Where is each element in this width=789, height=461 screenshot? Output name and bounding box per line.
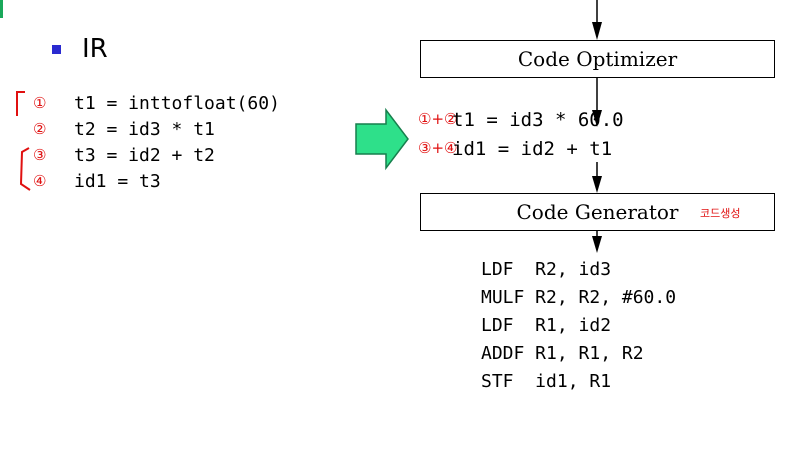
- bracket-1-2: [16, 91, 25, 116]
- ir-line-1: t1 = inttofloat(60): [74, 93, 280, 114]
- flow-arrow-top: [592, 0, 602, 40]
- flow-arrow-to-generator: [592, 162, 602, 193]
- flow-arrow-generator-out: [592, 231, 602, 253]
- ir-note-1: ①: [33, 94, 47, 112]
- code-optimizer-label: Code Optimizer: [517, 47, 678, 71]
- ir-line-3: t3 = id2 + t2: [74, 145, 215, 166]
- asm-line-2: MULF R2, R2, #60.0: [481, 287, 677, 308]
- ir-note-2: ②: [33, 120, 47, 138]
- optimizer-note-1: ①+②: [418, 110, 458, 128]
- ir-note-3: ③: [33, 146, 47, 164]
- ir-line-4: id1 = t3: [74, 171, 161, 192]
- asm-line-3: LDF R1, id2: [481, 315, 612, 336]
- flow-arrow-optimizer-out: [592, 78, 602, 127]
- asm-line-4: ADDF R1, R1, R2: [481, 343, 644, 364]
- bracket-3-4: [19, 147, 31, 191]
- ir-title: IR: [82, 34, 108, 64]
- corner-mark: [0, 0, 3, 18]
- code-optimizer-box: Code Optimizer: [420, 40, 775, 78]
- ir-line-2: t2 = id3 * t1: [74, 119, 215, 140]
- asm-line-5: STF id1, R1: [481, 371, 612, 392]
- generator-note: 코드생성: [700, 207, 741, 220]
- right-arrow-icon: [355, 107, 409, 171]
- ir-note-4: ④: [33, 172, 47, 190]
- optimizer-line-1: t1 = id3 * 60.0: [452, 109, 624, 131]
- asm-line-1: LDF R2, id3: [481, 259, 612, 280]
- bullet-icon: [52, 45, 61, 54]
- optimizer-line-2: id1 = id2 + t1: [452, 138, 613, 160]
- code-generator-box: Code Generator: [420, 193, 775, 231]
- code-generator-label: Code Generator: [516, 200, 679, 224]
- optimizer-note-2: ③+④: [418, 139, 458, 157]
